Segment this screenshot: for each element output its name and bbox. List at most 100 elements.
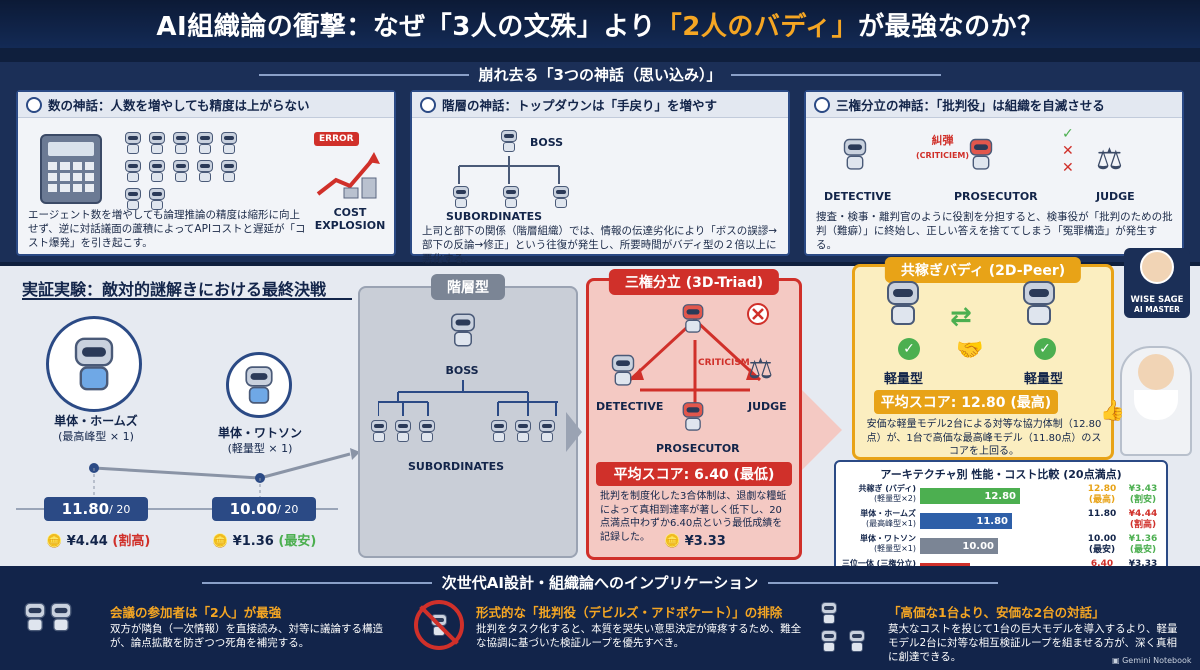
title-part-b: が最強なのか？ — [858, 11, 1044, 42]
divider — [731, 73, 942, 76]
prohibited-robot-icon — [414, 600, 464, 650]
hierarchy-tag: 階層型 — [431, 274, 505, 300]
robot-group-icon — [122, 130, 252, 212]
cost-growth-icon — [316, 152, 380, 199]
divider — [22, 298, 352, 300]
myth-card-title: 数の神話：人数を増やしても精度は上がらない — [48, 98, 310, 113]
robot-icon — [679, 302, 708, 341]
triad-tag: 三権分立 (3D-Triad) — [608, 269, 780, 295]
buddy-score: 平均スコア: 12.80 (最高) — [874, 390, 1058, 414]
implication-text: 批判をタスク化すると、本質を哭失い意思決定が痺疼するため、難全な協調に基づいた検… — [476, 623, 802, 650]
triad-diagram — [628, 303, 769, 410]
myth-card-header: 階層の神話：トップダウンは「手戻り」を増やす — [412, 92, 788, 118]
buddy-robot-right — [1017, 277, 1061, 337]
chart-bar: 12.80 — [920, 488, 1020, 504]
subordinates-label: SUBORDINATES — [408, 460, 505, 473]
buddy-label-right: 軽量型 — [1024, 372, 1064, 387]
watson-avatar — [226, 352, 292, 418]
triad-cost: 🪙 ¥3.33 — [664, 534, 726, 549]
handshake-icon: 🤝 — [956, 338, 984, 363]
implication-text: 莫大なコストを投じて1台の巨大モデルを導入するより、軽量モデル2台に対等な相互検… — [888, 623, 1178, 664]
sage-figure — [1120, 346, 1192, 456]
criticism-label: CRITICISM — [698, 358, 750, 368]
check-icon: ✓ — [898, 338, 920, 360]
chart-sublabel: (軽量型×2) — [873, 494, 916, 503]
implication-title: 形式的な「批判役（デビルズ・アドボケート）」の排除 — [476, 605, 783, 620]
implications-heading-row: 次世代AI設計・組織論へのインプリケーション — [0, 572, 1200, 593]
subordinate-robots — [450, 184, 572, 210]
boss-robot-icon — [498, 128, 520, 158]
divider — [768, 581, 999, 584]
score-trend-line — [89, 448, 360, 498]
subordinate-robots — [368, 418, 438, 444]
chart-label: 単体・ワトソン — [860, 534, 916, 543]
experiment-heading: 実証実験：敵対的謎解きにおける最終決戦 — [22, 280, 327, 299]
myth-card-header: 三権分立の神話：「批判役」は組織を自滅させる — [806, 92, 1182, 118]
cost-tag: (割高) — [112, 534, 151, 549]
implication-title: 「高価な1台より、安価な2台の対話」 — [888, 605, 1105, 620]
arrow-right-icon — [566, 412, 582, 452]
buddy-tag: 共稼ぎバディ (2D-Peer) — [884, 257, 1082, 283]
triad-panel: 三権分立 (3D-Triad) — [586, 269, 802, 560]
chart-bar: 11.80 — [920, 513, 1012, 529]
chart-score: 12.80 (最高) — [1087, 484, 1117, 505]
holmes-avatar — [46, 316, 142, 412]
myth-card-text: 上司と部下の関係（階層組織）では、情報の伝達劣化により「ボスの誤謬→部下の反論→… — [422, 225, 778, 266]
myth-card-hierarchy: 階層の神話：トップダウンは「手戻り」を増やす BOSS SUBORDINATES… — [410, 90, 790, 265]
chart-cost: ¥1.36 (最安) — [1128, 534, 1158, 555]
reject-icons: ✓✕✕ — [1062, 126, 1074, 176]
detective-label: DETECTIVE — [824, 190, 892, 203]
exchange-arrows-icon: ⇄ — [950, 302, 972, 332]
implication-text: 双方が隣負（一次情報）を直接読み、対等に議論する構造が、論点拡散を防ぎつつ死角を… — [110, 623, 383, 650]
holmes-sub: (最高峰型 × 1) — [58, 430, 134, 443]
watson-cost: 🪙 ¥1.36 (最安) — [212, 530, 316, 549]
dialog-robots-icon — [818, 600, 868, 654]
prosecutor-label: PROSECUTOR — [656, 442, 740, 455]
brand-label: ▣ Gemini Notebook — [1112, 656, 1192, 665]
chart-score: 10.00 (最安) — [1087, 534, 1117, 555]
holmes-cost: 🪙 ¥4.44 (割高) — [46, 530, 150, 549]
chart-title: アーキテクチャ別 性能・コスト比較 (20点満点) — [880, 468, 1122, 481]
chart-label: 三位一体 (三権分立) — [841, 559, 916, 568]
page-title: AI組織論の衝撃：なぜ「3人の文殊」より「2人のバディ」が最強なのか？ — [0, 0, 1200, 48]
myth-card-text: 捜査・検事・離判官のように役割を分担すると、検事役が「批判のための批判（難癖）」… — [816, 211, 1173, 252]
boss-robot-icon — [447, 311, 480, 356]
chart-cost: ¥3.33 — [1128, 559, 1158, 569]
watson-score: 10.00 / 20 — [212, 497, 316, 521]
myth-card-text: エージェント数を増やしても論理推論の精度は縮形に向上せず、逆に対話議面の蘆積によ… — [28, 209, 306, 250]
sage-label-1: WISE SAGE — [1130, 294, 1184, 305]
score-value: 11.80 — [61, 500, 110, 518]
boss-label: BOSS — [530, 136, 564, 149]
chart-label: 共稼ぎ (バディ) — [858, 484, 916, 493]
score-value: 10.00 — [229, 500, 278, 518]
prosecutor-robot-icon — [966, 136, 997, 178]
title-part-a: AI組織論の衝撃：なぜ「3人の文殊」より — [156, 11, 656, 42]
thumbs-up-icon: 👍 — [1100, 398, 1125, 422]
calculator-icon — [40, 134, 102, 204]
subordinate-robots — [488, 418, 558, 444]
watson-sub: (軽量型 × 1) — [227, 442, 293, 455]
implications-section — [0, 566, 1200, 670]
robot-icon — [240, 363, 277, 407]
judge-label: JUDGE — [1096, 190, 1135, 203]
subordinates-label: SUBORDINATES — [446, 210, 543, 223]
cost-tag: (最安) — [278, 534, 317, 549]
scales-icon: ⚖ — [1096, 142, 1123, 177]
notebook-icon: ▣ — [1112, 656, 1120, 665]
buddy-text: 安価な軽量モデル2台による対等な協力体制（12.80点）が、1台で高価な最高峰モ… — [866, 419, 1102, 457]
triad-text: 批判を制度化した3合体制は、退劇な糧蚯によって真相到達率が著しく低下し、20点満… — [600, 491, 787, 543]
circle-icon — [814, 96, 830, 113]
myth-card-title: 階層の神話：トップダウンは「手戻り」を増やす — [442, 98, 718, 113]
error-badge: ERROR — [314, 132, 359, 146]
score-denominator: / 20 — [109, 502, 131, 516]
watson-name: 単体・ワトソン — [217, 426, 302, 440]
chart-row-label: 共稼ぎ (バディ)(軽量型×2) — [840, 484, 916, 504]
hierarchy-lines — [378, 380, 558, 416]
sage-avatar — [1140, 250, 1174, 284]
title-highlight: 「2人のバディ」 — [655, 11, 859, 42]
boss-label: BOSS — [445, 364, 479, 377]
triad-score: 平均スコア: 6.40 (最低) — [596, 462, 792, 486]
brand-text: Gemini Notebook — [1122, 656, 1192, 665]
robot-icon — [68, 333, 121, 395]
